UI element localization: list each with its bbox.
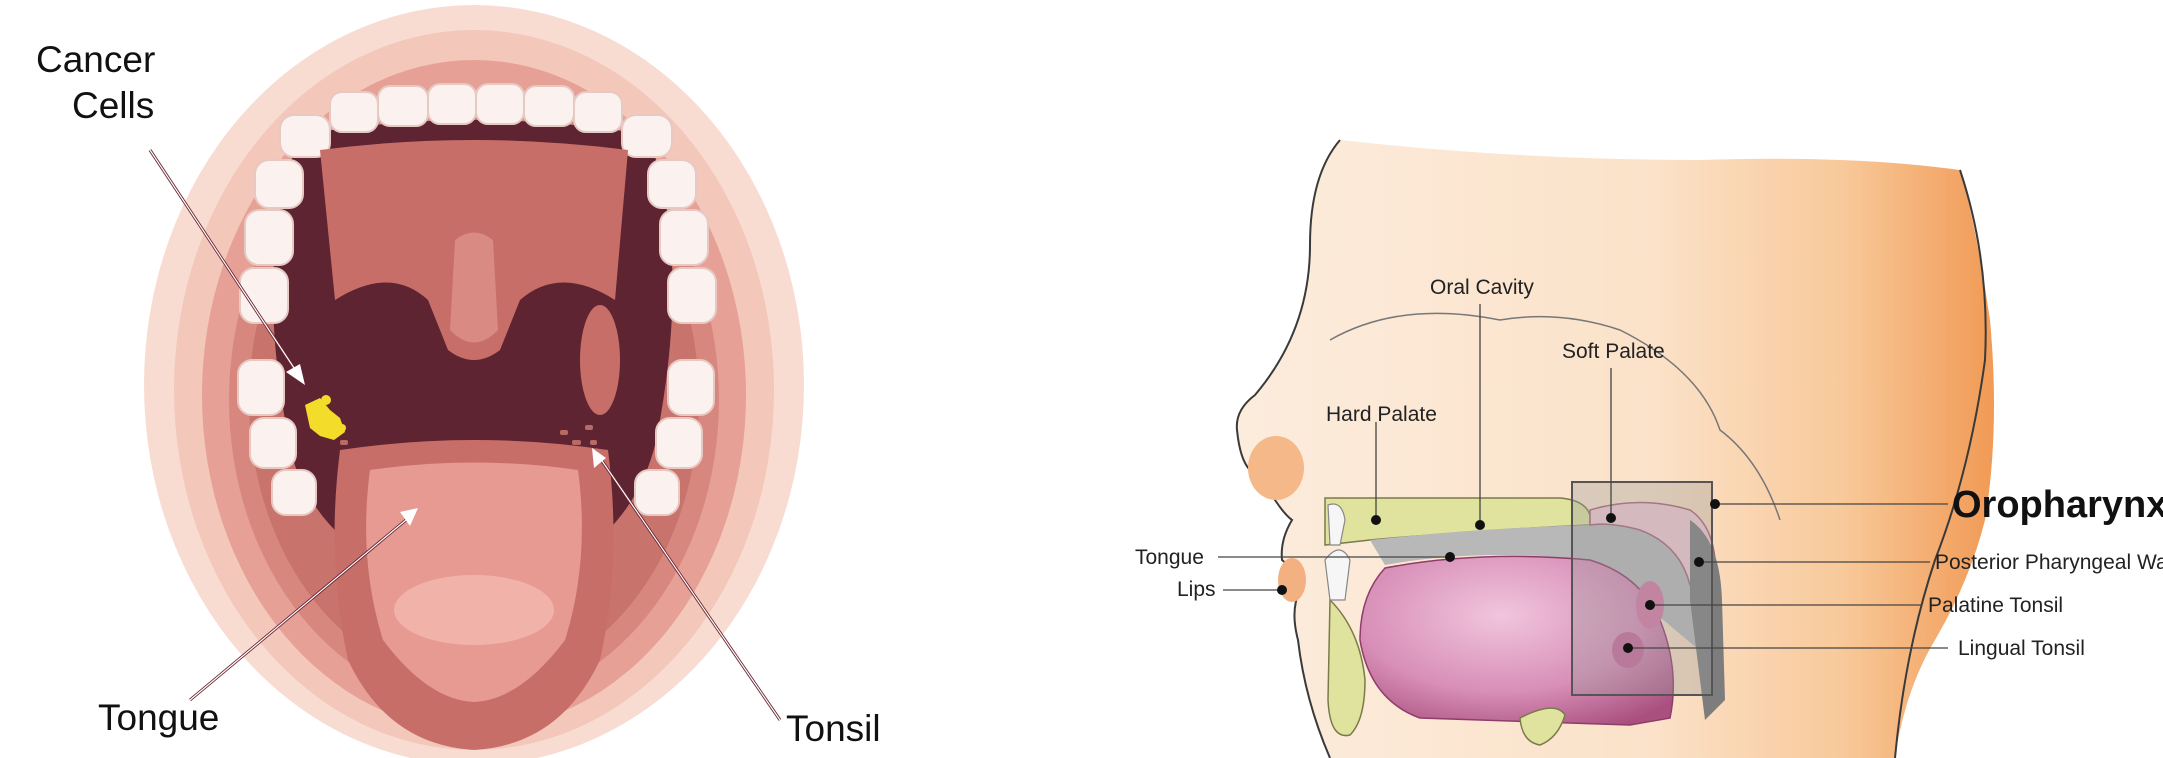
oropharynx-label: Oropharynx — [1952, 484, 2163, 526]
oropharynx-box — [1572, 482, 1712, 695]
right-tonsil-arch — [580, 305, 620, 415]
lingual-tonsil-label: Lingual Tonsil — [1958, 637, 2085, 660]
tongue-label-left: Tongue — [98, 697, 219, 738]
cancer-cells-label-line1: Cancer — [36, 39, 155, 80]
posterior-pharyngeal-wall-label: Posterior Pharyngeal Wa — [1935, 551, 2163, 574]
soft-palate-label: Soft Palate — [1562, 340, 1665, 363]
upper-lip — [1278, 558, 1306, 602]
tongue-tip-highlight — [394, 575, 554, 645]
tongue-label-right: Tongue — [1135, 546, 1204, 569]
palatine-tonsil-label: Palatine Tonsil — [1928, 594, 2063, 617]
head-cross-section — [1237, 140, 1994, 758]
tonsil-label: Tonsil — [786, 708, 881, 749]
hard-palate-label: Hard Palate — [1326, 403, 1437, 426]
lips-label: Lips — [1177, 578, 1216, 601]
cancer-cells-label-line2: Cells — [72, 85, 154, 126]
uvula — [450, 233, 498, 343]
oral-cavity-label: Oral Cavity — [1430, 276, 1534, 299]
nose-tip — [1248, 436, 1304, 500]
open-mouth-illustration — [144, 5, 804, 758]
